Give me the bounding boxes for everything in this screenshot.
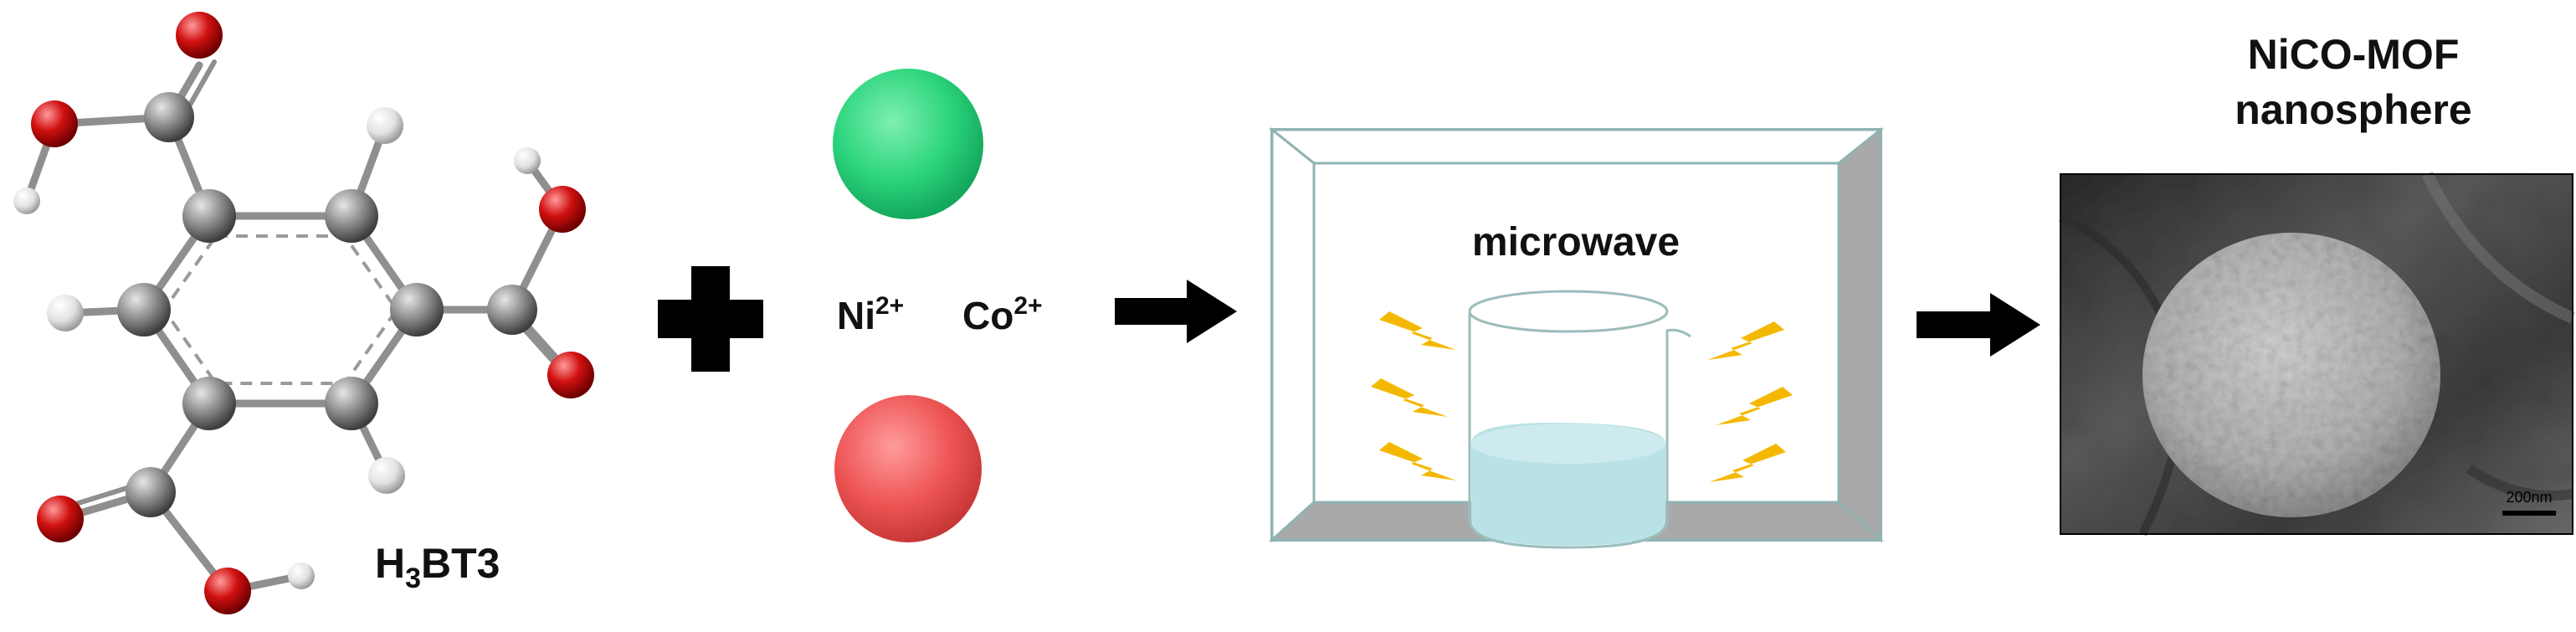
beaker-icon [1468, 290, 1691, 549]
h3btc-molecule: H3BT3 [13, 12, 594, 614]
product-title-line2: nanosphere [2235, 86, 2471, 133]
molecule-bonds [23, 61, 575, 595]
lightning-bolt-icon [1709, 444, 1786, 482]
ni-ion-sphere [833, 69, 983, 219]
ni-ion-label: Ni2+ [837, 292, 904, 337]
microwave-oven: microwave [1268, 126, 1885, 549]
scale-bar-label: 200nm [2506, 489, 2552, 506]
carbon-atoms [117, 92, 537, 517]
oxygen-atoms [31, 12, 594, 614]
microwave-label: microwave [1472, 220, 1680, 265]
co-ion-label: Co2+ [962, 292, 1043, 337]
molecule-label: H3BT3 [375, 540, 500, 594]
lightning-bolt-icon [1379, 311, 1456, 350]
product-title-line1: NiCO-MOF [2248, 31, 2460, 78]
lightning-bolt-icons [1371, 311, 1793, 482]
hydrogen-atoms [13, 107, 541, 589]
arrow-right-icon [1917, 293, 2040, 357]
scale-bar [2502, 511, 2556, 516]
lightning-bolt-icon [1716, 387, 1793, 425]
metal-ions: Ni2+ Co2+ [833, 69, 1043, 542]
plus-icon [658, 266, 763, 372]
sem-image: 200nm [2059, 171, 2575, 537]
lightning-bolt-icon [1371, 378, 1448, 417]
lightning-bolt-icon [1707, 321, 1784, 360]
nanosphere [2142, 233, 2440, 517]
co-ion-sphere [834, 395, 982, 542]
aromatic-ring [162, 234, 399, 385]
arrow-right-icon [1115, 280, 1237, 343]
lightning-bolt-icon [1379, 442, 1456, 480]
